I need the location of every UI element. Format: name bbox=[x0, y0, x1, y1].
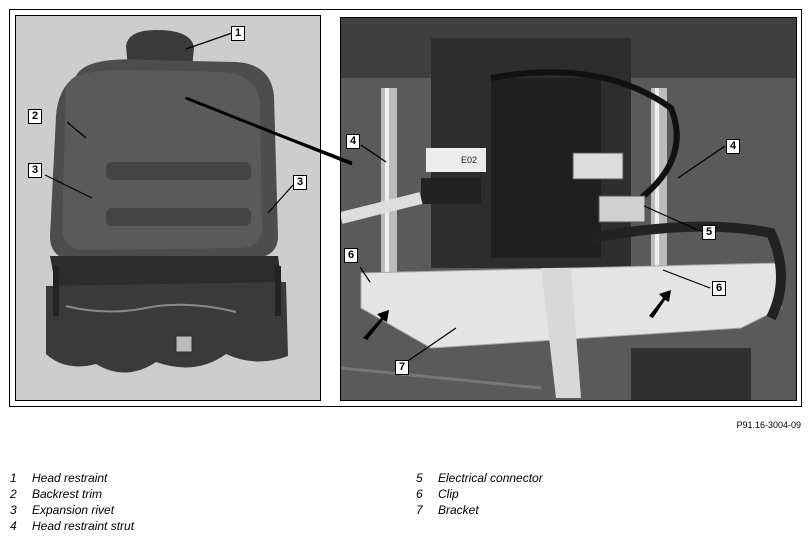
left-arrow-icon bbox=[363, 310, 389, 340]
callout-1: 1 bbox=[231, 26, 246, 41]
callout-6-left: 6 bbox=[344, 248, 359, 263]
right-arrow-icon bbox=[649, 290, 671, 318]
callout-6-right: 6 bbox=[712, 281, 727, 296]
callout-4-right: 4 bbox=[726, 139, 741, 154]
figure-code: P91.16-3004-09 bbox=[736, 420, 801, 430]
callout-2: 2 bbox=[28, 109, 43, 124]
callout-5: 5 bbox=[702, 225, 717, 240]
backrest-illustration bbox=[16, 16, 320, 400]
callout-3-left: 3 bbox=[28, 163, 43, 178]
e02-label: E02 bbox=[461, 155, 477, 165]
seat-frame-illustration: E02 bbox=[341, 18, 796, 400]
backrest-photo bbox=[15, 15, 321, 401]
seat-frame-photo: E02 bbox=[340, 17, 797, 401]
callout-4-left: 4 bbox=[346, 134, 361, 149]
callout-3-right: 3 bbox=[293, 175, 308, 190]
callout-7: 7 bbox=[395, 360, 410, 375]
